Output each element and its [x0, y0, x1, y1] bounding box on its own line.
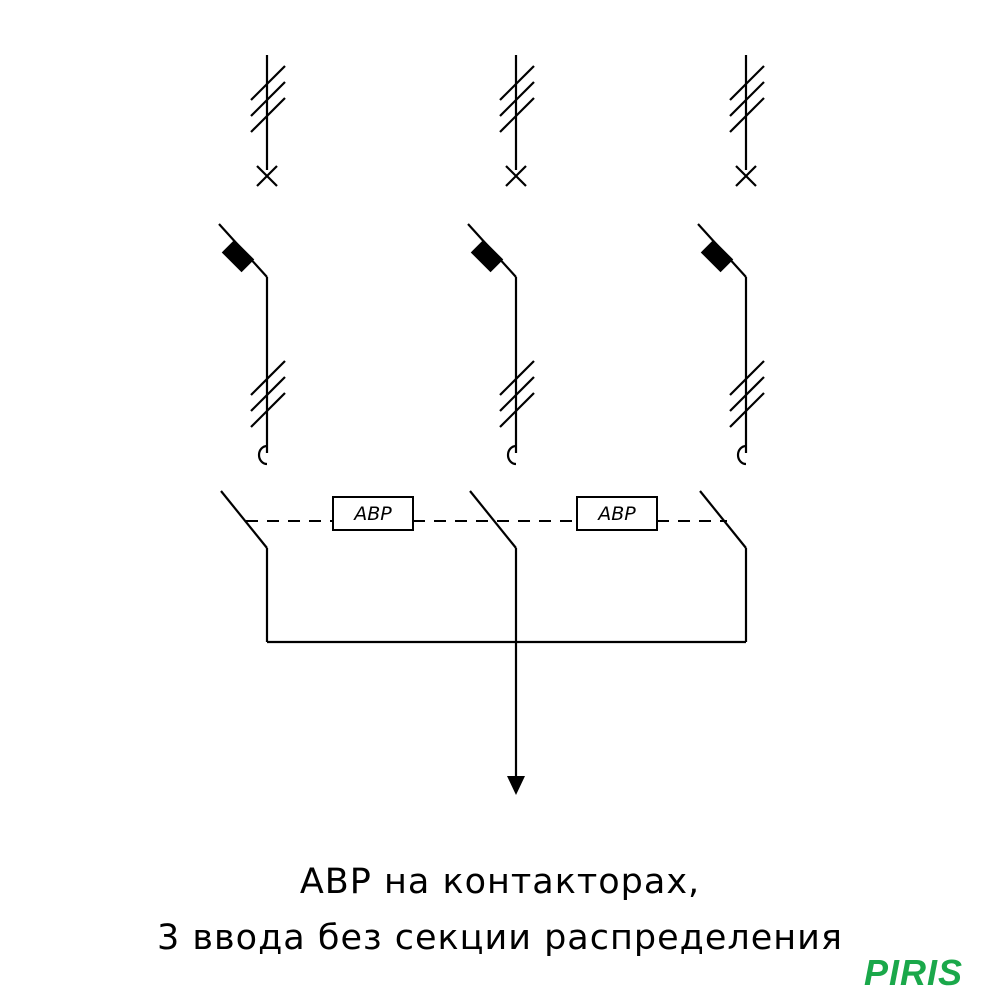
input-1-feeder-marks	[250, 360, 286, 428]
input-3-disconnect-cross	[735, 165, 757, 187]
input-2-feeder-marks	[499, 360, 535, 428]
input-3-breaker-block	[700, 239, 734, 273]
piris-logo: PIRIS	[864, 952, 964, 993]
input-3-feeder-marks	[729, 360, 765, 428]
avr-label-1: АВР	[352, 503, 392, 525]
contactor-2	[469, 490, 517, 549]
input-2-breaker-block	[470, 239, 504, 273]
input-3-three-phase-marks	[729, 65, 765, 133]
avr-block-2: АВР	[576, 496, 658, 531]
contactor-3	[699, 490, 747, 549]
input-1-plug-terminal	[257, 444, 268, 466]
input-2	[467, 55, 535, 466]
input-2-three-phase-marks	[499, 65, 535, 133]
contactor-1	[220, 490, 268, 549]
input-3-breaker	[697, 223, 748, 453]
input-1-breaker	[218, 223, 269, 453]
avr-block-1: АВР	[332, 496, 414, 531]
input-1-three-phase-marks	[250, 65, 286, 133]
avr-label-2: АВР	[596, 503, 636, 525]
input-1-disconnect-cross	[256, 165, 278, 187]
input-2-plug-terminal	[506, 444, 517, 466]
input-1	[218, 55, 286, 466]
output-arrow-icon	[507, 776, 525, 795]
input-3	[697, 55, 765, 466]
input-1-breaker-block	[221, 239, 255, 273]
input-2-disconnect-cross	[505, 165, 527, 187]
caption-line-2: 3 ввода без секции распределения	[157, 918, 843, 958]
input-2-breaker	[467, 223, 518, 453]
caption-line-1: АВР на контакторах,	[299, 862, 701, 902]
input-3-plug-terminal	[736, 444, 747, 466]
